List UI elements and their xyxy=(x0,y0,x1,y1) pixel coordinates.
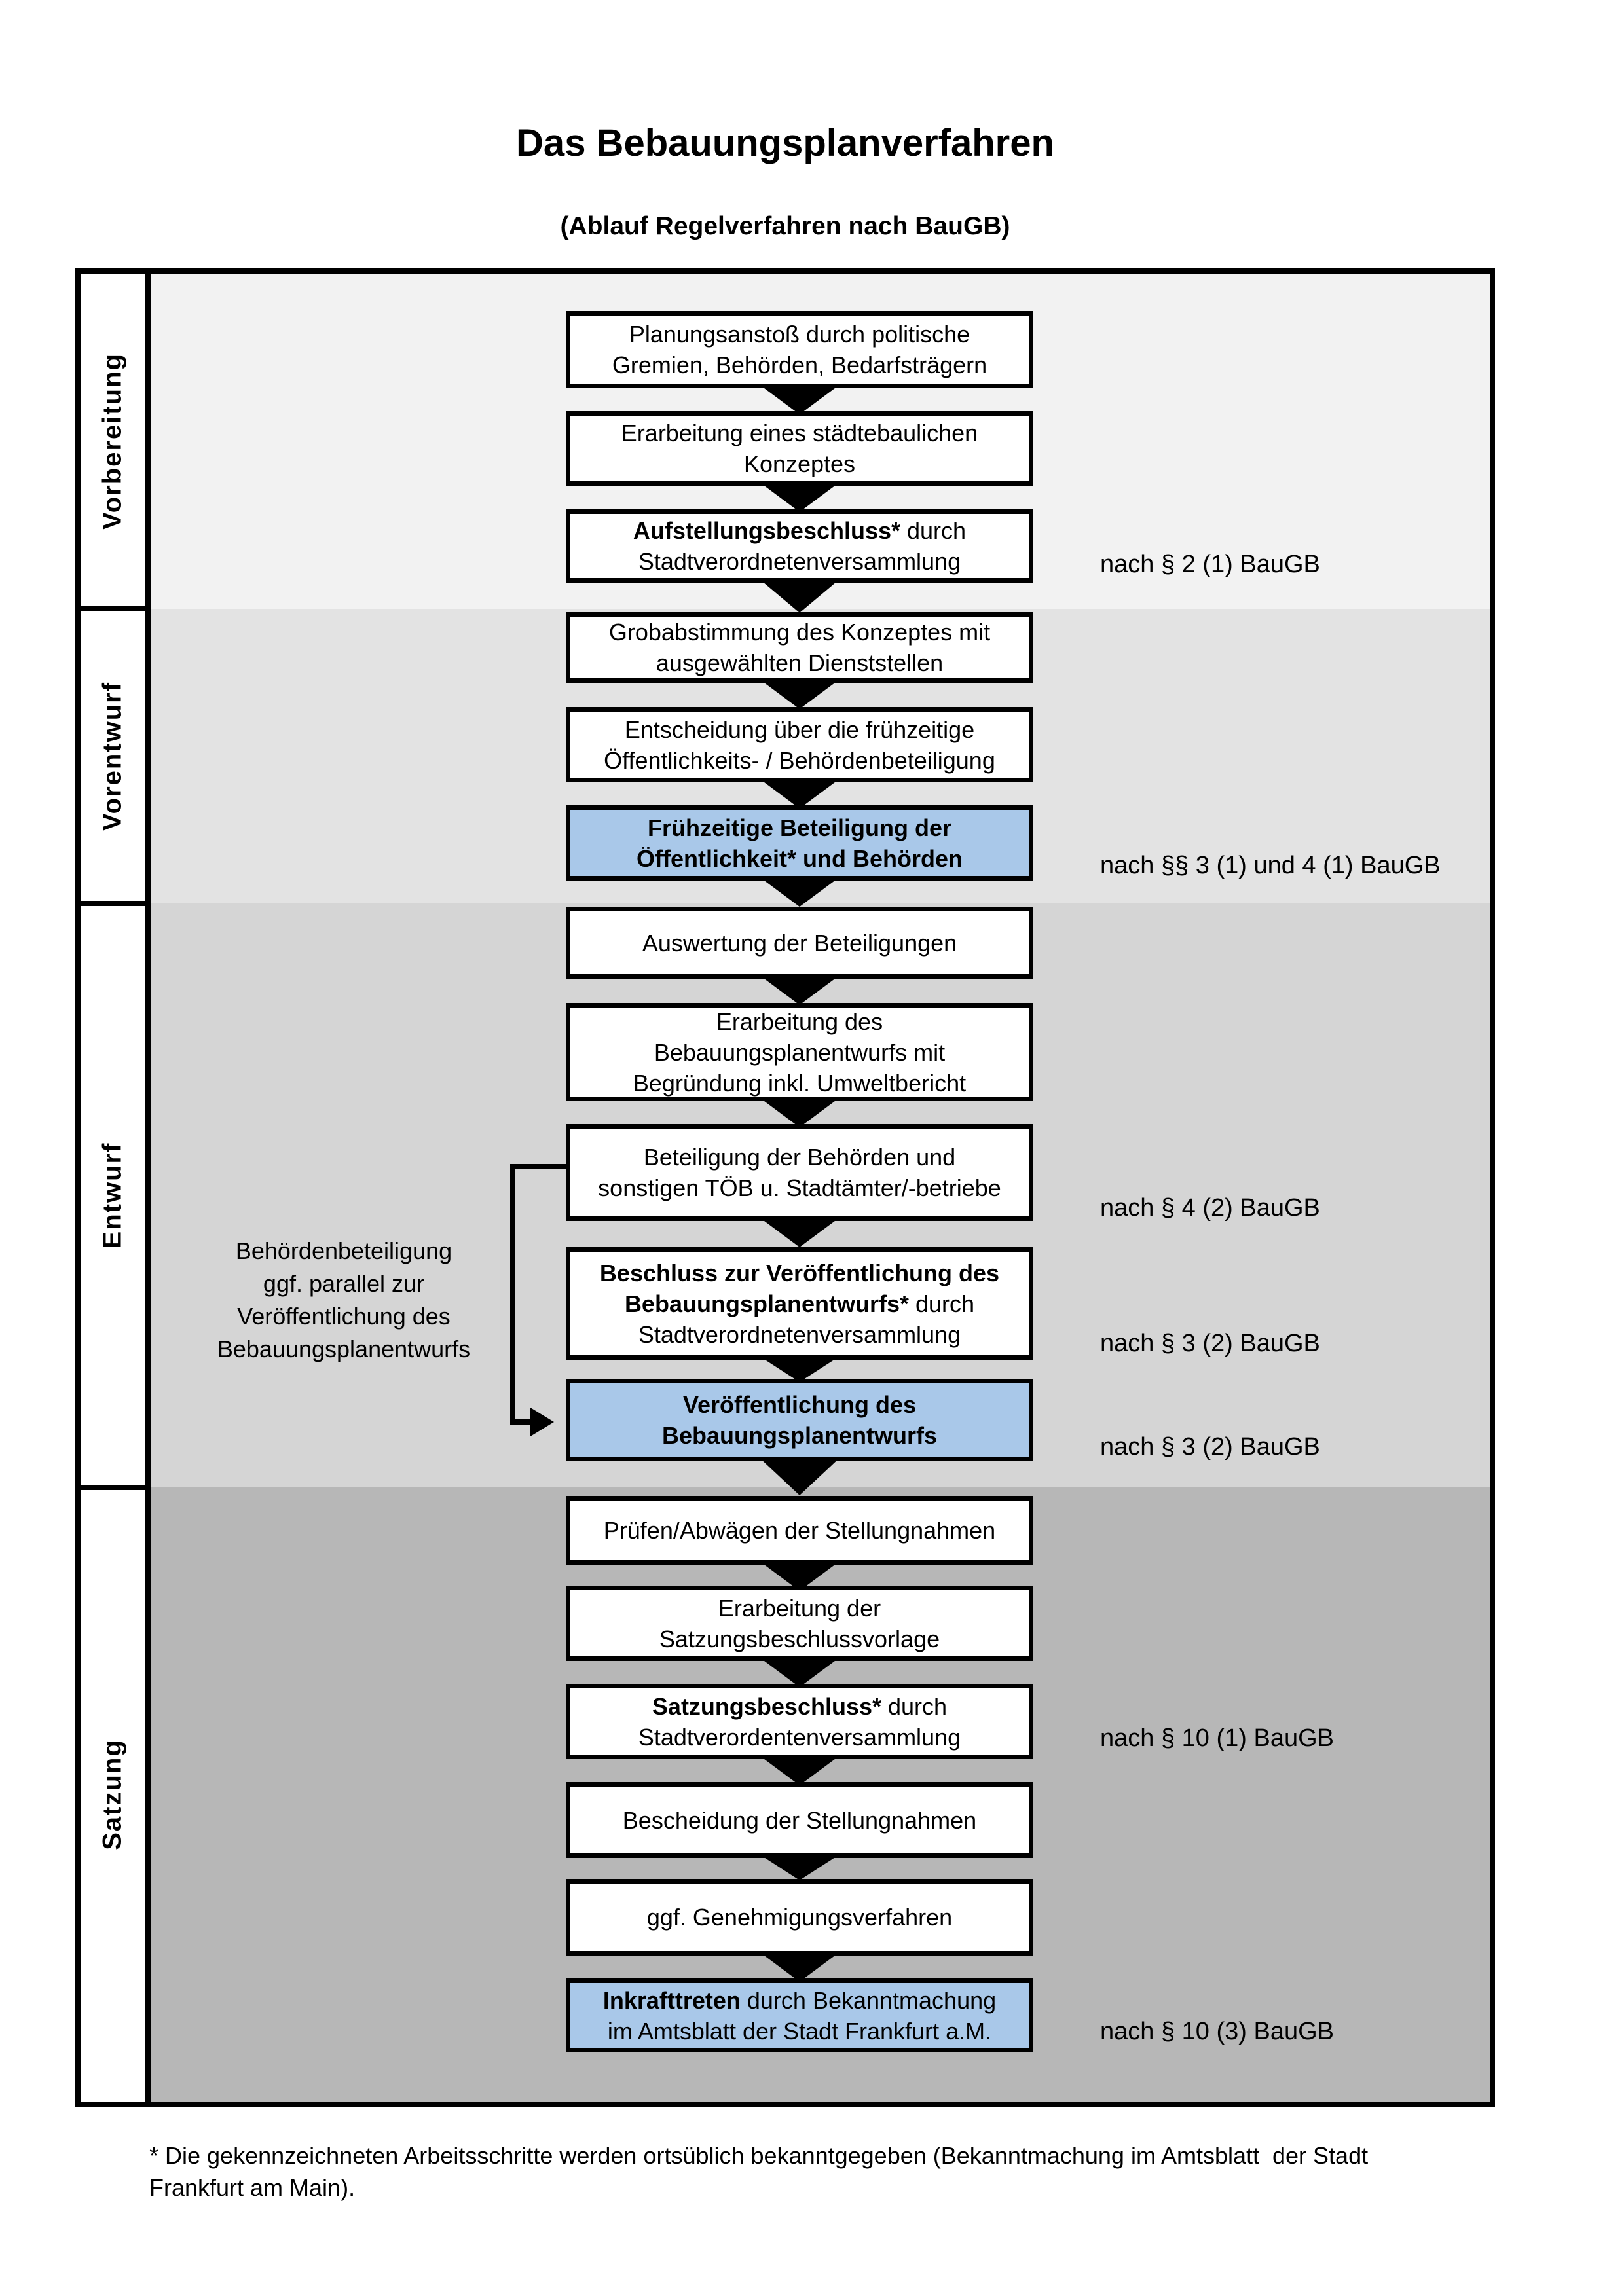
flow-box-genehmigungsverfahren: ggf. Genehmigungsverfahren xyxy=(566,1879,1033,1956)
label-cell-divider xyxy=(81,606,151,611)
arrow-down-icon xyxy=(759,1755,840,1785)
arrow-down-icon xyxy=(759,1952,840,1982)
flow-box-auswertung: Auswertung der Beteiligungen xyxy=(566,907,1033,979)
flow-box-pruefen-abwaegen: Prüfen/Abwägen der Stellungnahmen xyxy=(566,1496,1033,1565)
label-cell-divider xyxy=(81,901,151,906)
arrow-down-icon xyxy=(759,1854,840,1880)
phase-label-entwurf: Entwurf xyxy=(98,1142,127,1249)
phase-label-column xyxy=(81,274,145,2102)
arrow-down-icon xyxy=(759,1657,840,1687)
arrow-down-icon xyxy=(759,1356,840,1382)
footnote: * Die gekennzeichneten Arbeitsschritte w… xyxy=(149,2142,1369,2201)
phase-label-vorbereitung: Vorbereitung xyxy=(98,353,127,530)
law-reference-satzungsbeschluss: nach § 10 (1) BauGB xyxy=(1100,1724,1334,1752)
arrow-down-icon xyxy=(759,384,840,414)
arrow-down-icon xyxy=(759,778,840,809)
arrow-down-icon xyxy=(759,1457,840,1495)
page-subtitle: (Ablauf Regelverfahren nach BauGB) xyxy=(560,212,1010,240)
arrow-down-icon xyxy=(759,1097,840,1127)
law-reference-veroeffentlichungsbeschluss: nach § 3 (2) BauGB xyxy=(1100,1330,1320,1357)
arrow-down-icon xyxy=(759,877,840,907)
law-reference-aufstellungsbeschluss: nach § 2 (1) BauGB xyxy=(1100,551,1320,578)
parallel-connector-horizontal xyxy=(510,1419,533,1425)
arrow-down-icon xyxy=(759,579,840,613)
law-reference-inkrafttreten: nach § 10 (3) BauGB xyxy=(1100,2018,1334,2045)
law-reference-behoerdenbeteiligung: nach § 4 (2) BauGB xyxy=(1100,1194,1320,1222)
arrow-right-icon xyxy=(530,1408,554,1436)
arrow-down-icon xyxy=(759,975,840,1005)
page-title: Das Bebauungsplanverfahren xyxy=(516,122,1054,164)
arrow-down-icon xyxy=(759,482,840,512)
arrow-down-icon xyxy=(759,679,840,709)
phase-label-satzung: Satzung xyxy=(98,1739,127,1850)
law-reference-fruehzeitige-beteiligung: nach §§ 3 (1) und 4 (1) BauGB xyxy=(1100,852,1441,879)
parallel-connector-vertical xyxy=(510,1164,515,1425)
label-column-divider xyxy=(145,274,151,2102)
flow-box-bescheidung: Bescheidung der Stellungnahmen xyxy=(566,1782,1033,1858)
label-cell-divider xyxy=(81,1485,151,1490)
arrow-down-icon xyxy=(759,1217,840,1247)
phase-label-vorentwurf: Vorentwurf xyxy=(98,681,127,831)
law-reference-veroeffentlichung: nach § 3 (2) BauGB xyxy=(1100,1433,1320,1461)
parallel-connector-stub xyxy=(510,1164,567,1169)
